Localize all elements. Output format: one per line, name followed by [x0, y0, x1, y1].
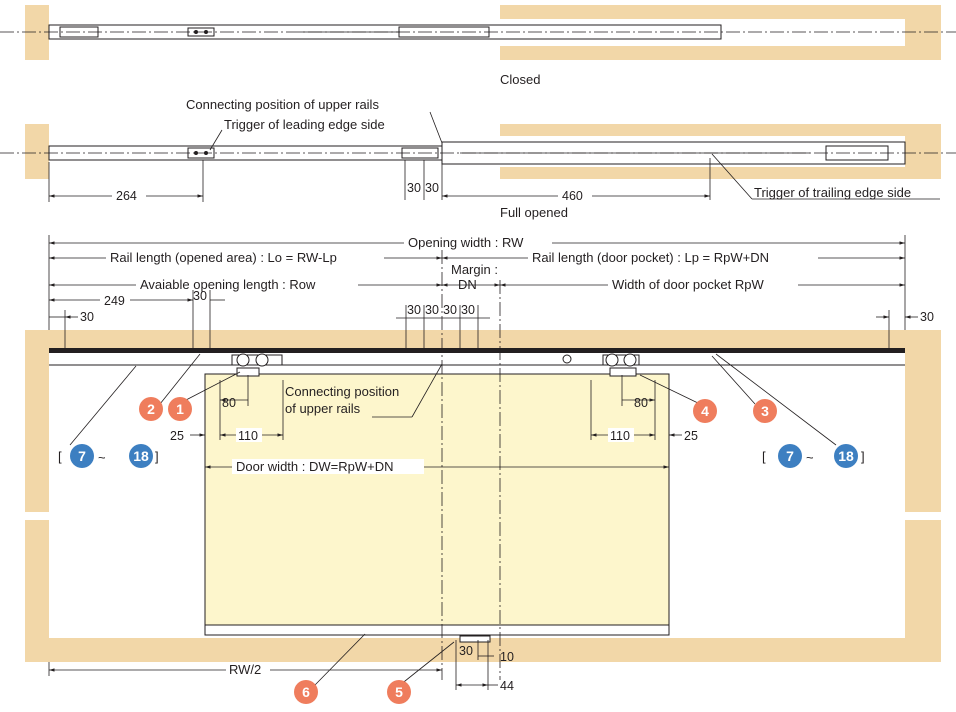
svg-text:5: 5 — [395, 684, 403, 700]
svg-text:18: 18 — [133, 448, 149, 464]
pocket-lower — [500, 46, 905, 60]
svg-text:[: [ — [762, 449, 766, 464]
upper-rail — [49, 348, 905, 353]
label-rail-pocket: Rail length (door pocket) : Lp = RpW+DN — [532, 250, 769, 265]
dim-264: 264 — [116, 189, 137, 203]
balloon-1: 1 — [168, 397, 192, 421]
opened-view: Connecting position of upper rails Trigg… — [0, 97, 956, 220]
pocket-upper — [500, 5, 905, 19]
door-panel — [204, 373, 670, 631]
label-rail-opened: Rail length (opened area) : Lo = RW-Lp — [110, 250, 337, 265]
dim-30-left: 30 — [80, 310, 94, 324]
dim-249: 249 — [104, 294, 125, 308]
pocket-lower-open — [500, 167, 905, 179]
dim-80-right: 80 — [634, 396, 648, 410]
dim-30-bottom: 30 — [459, 644, 473, 658]
svg-text:3: 3 — [761, 403, 769, 419]
svg-text:4: 4 — [701, 403, 709, 419]
svg-text:7: 7 — [786, 448, 794, 464]
svg-text:6: 6 — [302, 684, 310, 700]
label-trigger-leading: Trigger of leading edge side — [224, 117, 385, 132]
left-jamb — [25, 5, 49, 60]
dim-25-right: 25 — [684, 429, 698, 443]
elevation-view: Opening width : RW Rail length (opened a… — [25, 235, 941, 704]
dim-30-right: 30 — [920, 310, 934, 324]
label-connecting-pos-2: of upper rails — [285, 401, 361, 416]
range-right: [ 7 ~ 18 ] — [762, 444, 865, 468]
label-closed: Closed — [500, 72, 540, 87]
wall-top — [25, 330, 941, 348]
svg-text:~: ~ — [98, 450, 106, 465]
svg-text:18: 18 — [838, 448, 854, 464]
dim-10: 10 — [500, 650, 514, 664]
dim-80-left: 80 — [222, 396, 236, 410]
floor-guide — [459, 635, 491, 643]
label-connecting-upper: Connecting position of upper rails — [186, 97, 379, 112]
label-door-width: Door width : DW=RpW+DN — [236, 459, 393, 474]
label-available-opening: Avaiable opening length : Row — [140, 277, 316, 292]
label-trigger-trailing: Trigger of trailing edge side — [754, 185, 911, 200]
dim-30-e: 30 — [425, 303, 439, 317]
svg-text:]: ] — [155, 449, 159, 464]
pocket-upper-open — [500, 124, 905, 136]
balloon-2: 2 — [139, 397, 163, 421]
balloon-6: 6 — [294, 680, 318, 704]
wall-right — [905, 330, 941, 662]
label-connecting-pos-1: Connecting position — [285, 384, 399, 399]
right-jamb — [905, 5, 941, 60]
label-pocket-width: Width of door pocket RpW — [612, 277, 764, 292]
dim-30-f: 30 — [443, 303, 457, 317]
svg-text:]: ] — [861, 449, 865, 464]
label-margin: Margin : — [451, 262, 498, 277]
balloon-3: 3 — [753, 399, 777, 423]
range-left: [ 7 ~ 18 ] — [58, 444, 159, 468]
dim-110-right: 110 — [610, 429, 630, 443]
svg-text:2: 2 — [147, 401, 155, 417]
svg-text:~: ~ — [806, 450, 814, 465]
dim-30-c: 30 — [193, 289, 207, 303]
dim-30-b: 30 — [425, 181, 439, 195]
dim-30-a: 30 — [407, 181, 421, 195]
balloon-5: 5 — [387, 680, 411, 704]
svg-text:1: 1 — [176, 401, 184, 417]
label-full-opened: Full opened — [500, 205, 568, 220]
label-rw-half: RW/2 — [229, 662, 261, 677]
dim-110-left: 110 — [238, 429, 258, 443]
dim-44: 44 — [500, 679, 514, 693]
right-jamb-open — [905, 124, 941, 179]
dim-460: 460 — [562, 189, 583, 203]
dim-30-d: 30 — [407, 303, 421, 317]
balloon-4: 4 — [693, 399, 717, 423]
dim-25-left: 25 — [170, 429, 184, 443]
roller-right — [602, 354, 640, 366]
wall-left — [25, 330, 49, 662]
closed-view: Closed — [0, 5, 956, 87]
svg-text:[: [ — [58, 449, 62, 464]
door-bottom-guide — [204, 624, 670, 636]
label-opening-width: Opening width : RW — [408, 235, 524, 250]
dim-30-g: 30 — [461, 303, 475, 317]
svg-text:7: 7 — [78, 448, 86, 464]
left-jamb-open — [25, 124, 49, 179]
roller-pocket — [825, 145, 889, 161]
label-margin-dn: DN — [458, 277, 477, 292]
